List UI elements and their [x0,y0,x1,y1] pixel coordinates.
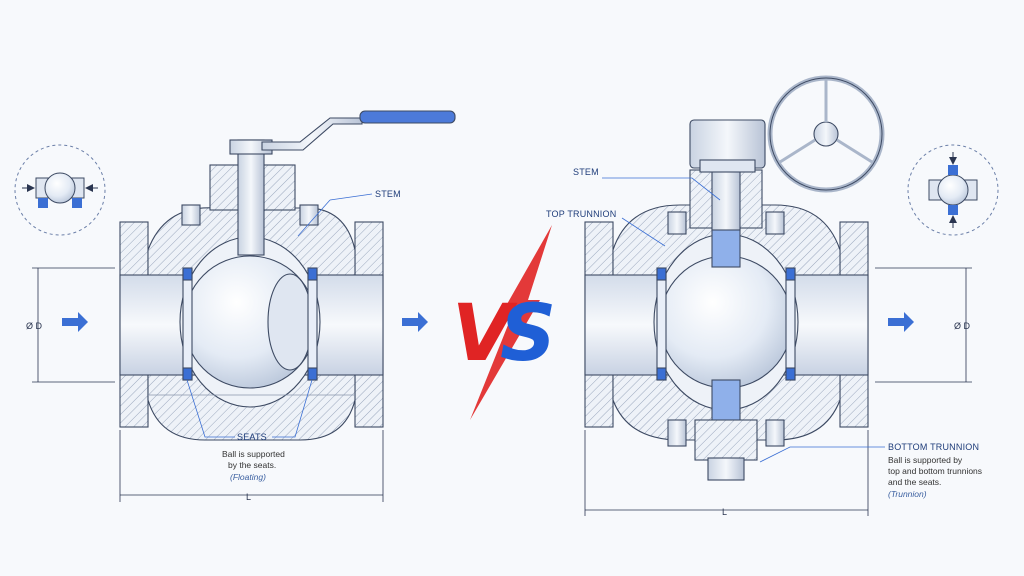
bottom-trunnion-leader [759,446,885,463]
bolt [299,204,319,226]
vs-emblem: V S [452,225,556,420]
floating-note-line2: by the seats. [228,460,276,470]
left-seat [656,269,667,381]
right-seat [785,269,796,381]
flow-out-arrow [888,312,914,332]
flow-in-arrow [62,312,88,332]
lever-grip [359,110,456,124]
bottom-trunnion [711,379,741,426]
ball-port [267,273,313,371]
seat-marker [785,267,796,281]
top-trunnion-leader [621,217,666,247]
spoke [779,138,816,164]
trunnion-ball [659,255,793,389]
seat-marker [656,267,667,281]
trunnion-inset [907,144,999,236]
stem-leader [297,199,331,237]
floating-seats-label: SEATS [237,432,267,442]
flow-out-arrow [402,312,428,332]
bolt [667,419,687,447]
stem-leader [329,193,373,201]
bottom-cap [707,457,745,481]
vs-letter-v: V [452,289,518,379]
top-trunnion-label: TOP TRUNNION [546,209,616,219]
trunnion-ball-valve [584,75,885,481]
floating-diameter-dim [32,267,115,383]
seat-marker [307,367,318,381]
floating-note-type: (Floating) [230,472,266,482]
trunnion-note-type: (Trunnion) [888,489,927,499]
bolt [667,211,687,235]
floating-note-line1: Ball is supported [222,449,285,459]
floating-length-dim [119,430,384,502]
gearbox-base [699,159,756,173]
spoke [836,138,873,164]
right-seat [307,269,318,381]
seat-marker [785,367,796,381]
trunnion-length-dim [584,430,869,516]
vs-letter-s: S [500,289,556,379]
bolt [181,204,201,226]
trunnion-stem-label: STEM [573,167,599,177]
bolt [765,419,785,447]
seats-leader [186,379,235,438]
trunnion-length-label: L [722,507,727,517]
stem-leader [602,177,721,201]
bottom-cover [694,419,758,461]
trunnion-diameter-label: Ø D [954,321,971,331]
bolt [765,211,785,235]
seat-marker [182,367,193,381]
bottom-trunnion-label: BOTTOM TRUNNION [888,442,979,452]
floating-length-label: L [246,492,251,502]
handwheel-hub [813,121,839,147]
floating-inset [14,144,106,236]
stem [237,139,265,256]
seats-leader [272,379,313,438]
seat-marker [182,267,193,281]
floating-ball-valve [119,110,456,441]
handwheel-rim [769,77,883,191]
lightning-bolt [470,225,552,420]
trunnion-diameter-dim [875,267,972,383]
seat-marker [656,367,667,381]
floating-stem-label: STEM [375,189,401,199]
trunnion-note-line3: and the seats. [888,477,941,487]
trunnion-note-line2: top and bottom trunnions [888,466,982,476]
seat-marker [307,267,318,281]
top-trunnion [711,224,741,268]
lever [261,117,363,151]
trunnion-note-line1: Ball is supported by [888,455,963,465]
left-seat [182,269,193,381]
floating-diameter-label: Ø D [26,321,43,331]
